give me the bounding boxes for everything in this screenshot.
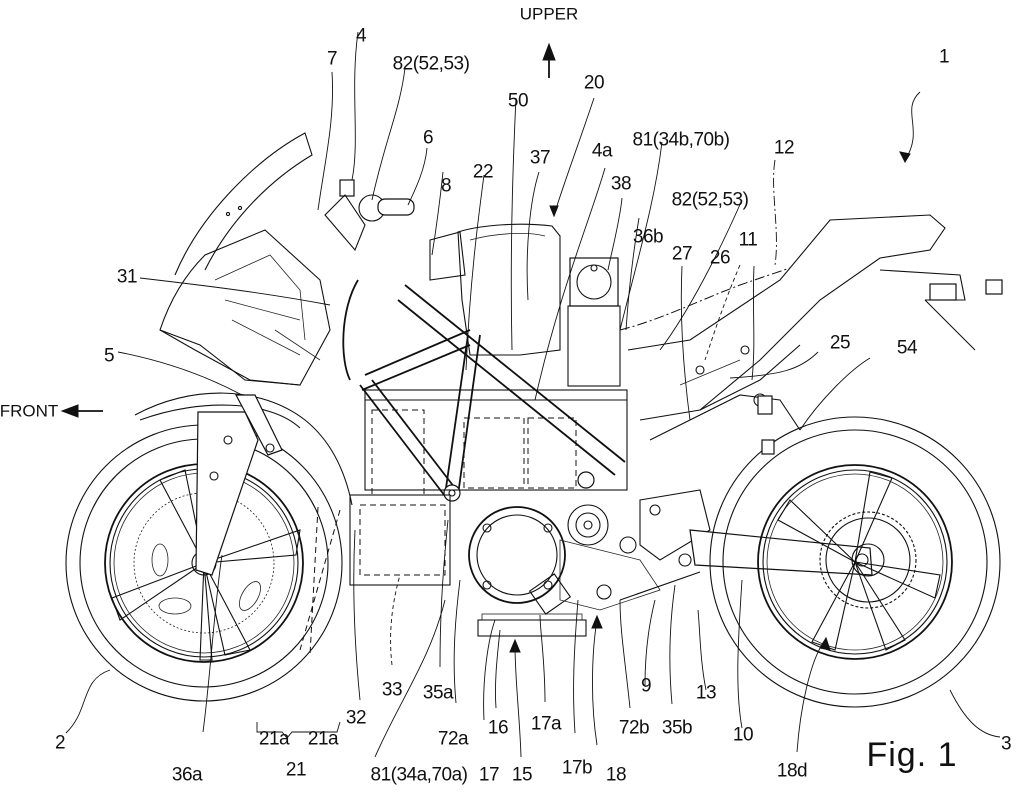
label-82-front: 82(52,53) <box>392 53 470 75</box>
label-4a: 4a <box>591 140 613 162</box>
front-fairing <box>159 132 331 386</box>
leader-lines <box>65 31 1001 758</box>
label-2: 2 <box>54 732 66 754</box>
figure-title: Fig. 1 <box>866 736 958 774</box>
upper-direction-label: UPPER <box>519 4 579 24</box>
label-6: 6 <box>422 127 434 149</box>
handlebar <box>324 179 415 252</box>
label-38: 38 <box>610 173 632 195</box>
label-17: 17 <box>478 764 500 786</box>
front-direction-label: FRONT <box>0 401 59 421</box>
label-15: 15 <box>511 764 533 786</box>
label-82-rear: 82(52,53) <box>671 189 749 211</box>
seat-outline <box>619 267 791 331</box>
label-17a: 17a <box>530 713 562 735</box>
label-18: 18 <box>605 764 627 786</box>
rear-shock <box>757 395 775 455</box>
label-21a-2: 21a <box>307 728 339 750</box>
label-18d: 18d <box>776 760 808 782</box>
label-17b: 17b <box>561 757 593 779</box>
label-8: 8 <box>440 175 452 197</box>
label-21: 21 <box>285 759 307 781</box>
motor <box>468 506 572 615</box>
footpeg-bracket <box>639 489 711 567</box>
label-1: 1 <box>938 46 950 68</box>
label-12: 12 <box>773 137 795 159</box>
battery-case <box>349 389 628 586</box>
upper-cover <box>429 223 561 356</box>
label-72a: 72a <box>437 728 469 750</box>
label-35a: 35a <box>422 682 454 704</box>
label-16: 16 <box>487 717 509 739</box>
front-fender <box>134 392 353 506</box>
tail-bracket <box>879 269 1003 351</box>
label-81-front: 81(34a,70a) <box>370 764 468 786</box>
label-21a-1: 21a <box>258 728 290 750</box>
label-13: 13 <box>695 682 717 704</box>
label-72b: 72b <box>618 717 650 739</box>
label-27: 27 <box>671 243 693 265</box>
label-20: 20 <box>583 72 605 94</box>
label-35b: 35b <box>661 717 693 739</box>
swingarm <box>619 529 873 601</box>
label-10: 10 <box>732 724 754 746</box>
rear-wheel <box>709 416 1001 708</box>
front-arrow <box>60 404 103 418</box>
label-36a: 36a <box>171 764 203 786</box>
label-4: 4 <box>355 25 367 47</box>
label-37: 37 <box>529 147 551 169</box>
group-21-brace <box>256 721 341 739</box>
oil-pan <box>477 613 587 637</box>
label-32: 32 <box>345 707 367 729</box>
upper-arrow <box>542 42 556 78</box>
label-33: 33 <box>381 679 403 701</box>
main-frame <box>342 279 626 502</box>
label-22: 22 <box>472 161 494 183</box>
label-11: 11 <box>738 229 758 251</box>
label-3: 3 <box>1000 733 1012 755</box>
label-25: 25 <box>829 332 851 354</box>
label-81-rear: 81(34b,70b) <box>632 129 730 151</box>
label-26: 26 <box>709 247 731 269</box>
label-5: 5 <box>103 345 115 367</box>
transmission <box>559 504 661 611</box>
inverter <box>567 257 621 387</box>
label-36b: 36b <box>632 226 664 248</box>
label-31: 31 <box>116 266 138 288</box>
label-9: 9 <box>640 675 652 697</box>
label-50: 50 <box>507 90 529 112</box>
label-7: 7 <box>326 48 338 70</box>
front-fork <box>195 394 283 576</box>
label-54: 54 <box>896 337 918 359</box>
